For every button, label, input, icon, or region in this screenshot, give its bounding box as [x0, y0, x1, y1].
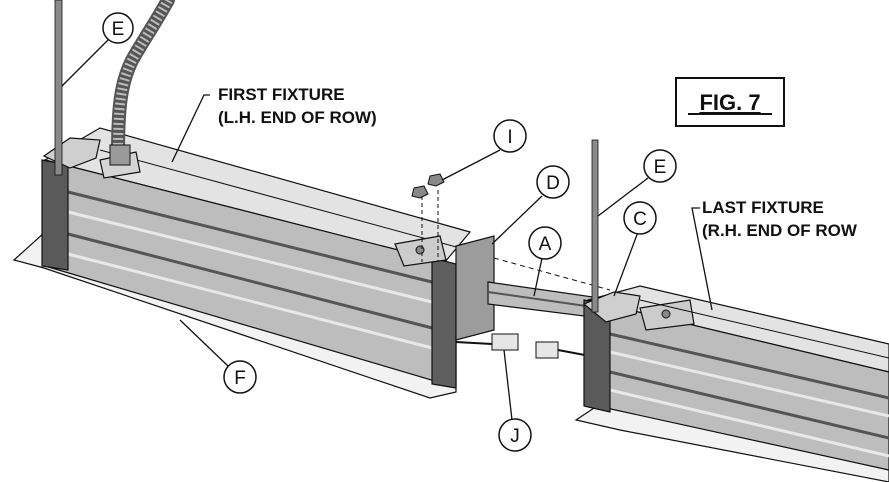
alignment-dash — [493, 257, 611, 291]
first-fixture-rib — [67, 210, 441, 306]
callout-F-text: F — [234, 368, 246, 389]
bracket-screw — [415, 245, 425, 255]
callout-E-right-text: E — [654, 157, 667, 178]
callout-F: F — [179, 319, 257, 394]
nut-lower — [411, 185, 429, 199]
figure-label: FIG. 7 — [699, 90, 760, 115]
first-fixture-rib — [67, 190, 441, 286]
last-fixture-label-line1: LAST FIXTURE — [702, 198, 824, 217]
last-fixture-rib — [609, 370, 889, 440]
callout-J: J — [498, 349, 532, 452]
first-fixture-right-cap — [431, 257, 457, 389]
first-fixture-rib — [67, 252, 441, 352]
callout-A: A — [528, 226, 562, 297]
figure-label-box: FIG. 7 — [675, 77, 785, 127]
threaded-rod-right — [591, 139, 599, 313]
callout-C: C — [613, 201, 657, 297]
callout-J-text: J — [510, 426, 520, 447]
callout-I: I — [441, 119, 527, 181]
first-fixture-label-line1: FIRST FIXTURE — [218, 85, 345, 104]
callout-E-right: E — [597, 149, 677, 217]
callout-D-text: D — [546, 173, 560, 194]
last-fixture-rib — [609, 332, 889, 400]
spline-edge — [487, 291, 601, 309]
last-fixture-label-line2: (R.H. END OF ROW — [702, 221, 858, 240]
first-fixture-channel — [99, 149, 461, 249]
last-fixture-rib — [609, 350, 889, 418]
first-fixture-label: FIRST FIXTURE (L.H. END OF ROW) — [171, 85, 377, 163]
callout-E-left-text: E — [112, 19, 125, 40]
conduit-connector — [109, 144, 131, 166]
callout-I-text: I — [507, 127, 512, 148]
first-fixture — [12, 127, 472, 399]
callout-E-left: E — [61, 12, 134, 87]
bracket-screw — [661, 309, 671, 319]
joiner-plate — [455, 235, 495, 341]
threaded-rod-left — [54, 0, 63, 176]
last-fixture-channel — [639, 299, 889, 359]
last-fixture-rib — [609, 388, 889, 458]
first-fixture-rib — [67, 232, 441, 332]
first-fixture-end-cap — [41, 159, 69, 271]
first-fixture-label-line2: (L.H. END OF ROW) — [218, 108, 377, 127]
nut-upper — [427, 173, 445, 187]
callout-A-text: A — [539, 234, 552, 255]
callout-D: D — [491, 165, 570, 245]
callout-C-text: C — [633, 209, 647, 230]
flexible-conduit — [109, 0, 175, 166]
joiner-assembly — [411, 173, 611, 359]
last-fixture — [574, 285, 889, 482]
quick-connector — [455, 333, 591, 359]
last-fixture-label: LAST FIXTURE (R.H. END OF ROW — [691, 198, 858, 311]
